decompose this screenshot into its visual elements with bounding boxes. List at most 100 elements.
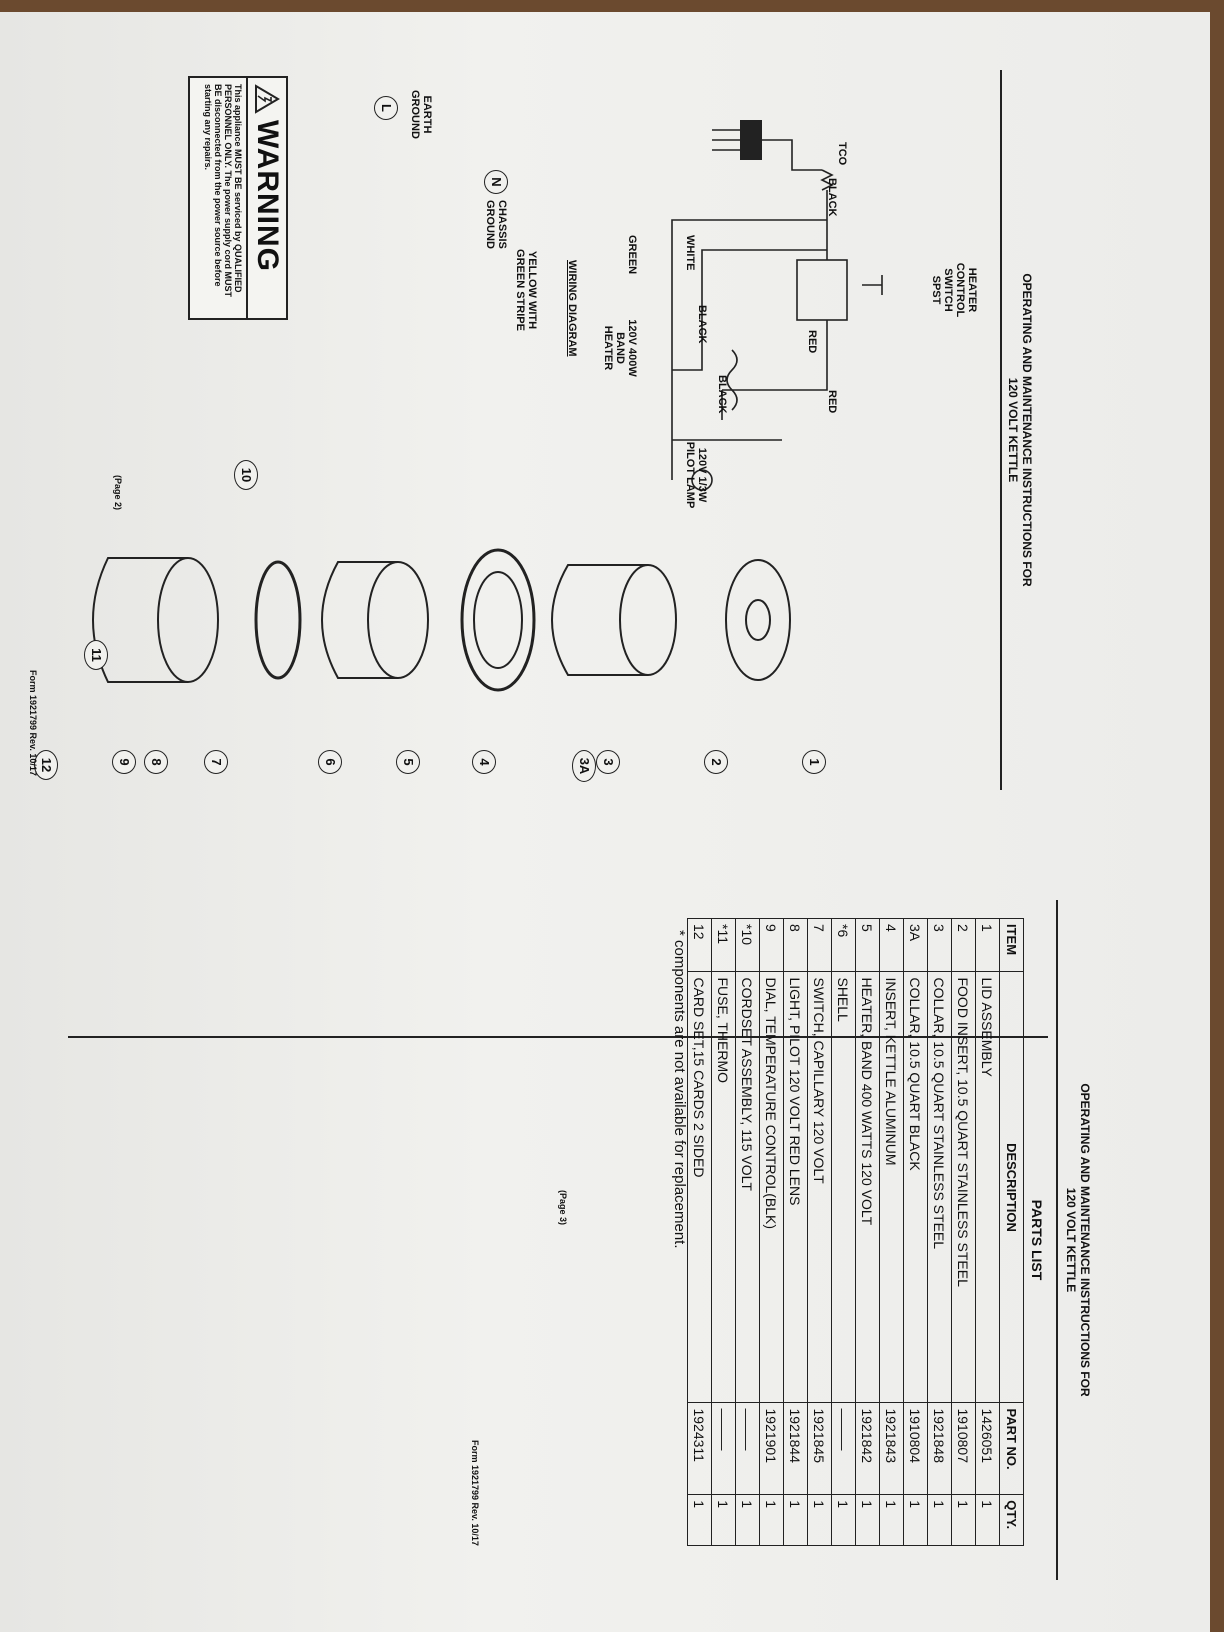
qty-cell: 1 bbox=[711, 1494, 736, 1546]
warning-text: This appliance MUST BE serviced by QUALI… bbox=[203, 84, 243, 298]
col-description: DESCRIPTION bbox=[999, 971, 1024, 1403]
white-wire bbox=[671, 219, 827, 480]
label-chassis-ground: CHASSIS GROUND bbox=[484, 200, 508, 249]
qty-cell: 1 bbox=[783, 1494, 808, 1546]
qty-cell: 1 bbox=[735, 1494, 760, 1546]
description-cell: FUSE, THERMO bbox=[711, 971, 736, 1403]
kettle-insert-body bbox=[321, 561, 398, 679]
description-cell: CARD SET,15 CARDS 2 SIDED bbox=[687, 971, 712, 1403]
qty-cell: 1 bbox=[879, 1494, 904, 1546]
warning-heading: WARNING bbox=[246, 78, 286, 318]
item-cell: 3 bbox=[927, 918, 952, 972]
qty-cell: 1 bbox=[951, 1494, 976, 1546]
footnote: * components are not available for repla… bbox=[671, 930, 688, 1249]
item-cell: 8 bbox=[783, 918, 808, 972]
page-2-number: (Page 2) bbox=[113, 475, 123, 511]
page-3-top-rule bbox=[1056, 900, 1058, 1580]
description-cell: HEATER, BAND 400 WATTS 120 VOLT bbox=[855, 971, 880, 1403]
label-wiring-diagram: WIRING DIAGRAM bbox=[566, 260, 578, 357]
qty-cell: 1 bbox=[927, 1494, 952, 1546]
qty-cell: 1 bbox=[975, 1494, 1000, 1546]
callout-6: 6 bbox=[318, 750, 342, 774]
shell-body bbox=[92, 557, 188, 683]
callout-8: 8 bbox=[144, 750, 168, 774]
part-no-cell: ——— bbox=[735, 1402, 760, 1495]
item-cell: *11 bbox=[711, 918, 736, 972]
page-3-header-line2: 120 VOLT KETTLE bbox=[1064, 1187, 1078, 1293]
qty-cell: 1 bbox=[759, 1494, 784, 1546]
label-red-1: RED bbox=[806, 330, 818, 354]
food-insert-top bbox=[619, 564, 677, 676]
callout-2: 2 bbox=[704, 750, 728, 774]
part-no-cell: 1426051 bbox=[975, 1402, 1000, 1495]
col-part-no: PART NO. bbox=[999, 1402, 1024, 1495]
item-cell: 1 bbox=[975, 918, 1000, 972]
tco-symbol bbox=[820, 169, 834, 191]
pilot-lamp-symbol bbox=[691, 469, 713, 491]
item-cell: *6 bbox=[831, 918, 856, 972]
description-cell: COLLAR, 10.5 QUART STAINLESS STEEL bbox=[927, 971, 952, 1403]
warning-triangle-icon bbox=[255, 84, 280, 114]
description-cell: LID ASSEMBLY bbox=[975, 971, 1000, 1403]
col-qty: QTY. bbox=[999, 1494, 1024, 1546]
lid-knob bbox=[745, 599, 771, 641]
qty-cell: 1 bbox=[807, 1494, 832, 1546]
description-cell: INSERT, KETTLE ALUMINUM bbox=[879, 971, 904, 1403]
item-cell: 9 bbox=[759, 918, 784, 972]
callout-11: 11 bbox=[84, 640, 108, 670]
page-3-header-line1: OPERATING AND MAINTENANCE INSTRUCTIONS F… bbox=[1078, 1083, 1092, 1397]
collar-inner bbox=[473, 571, 523, 669]
page-3-number: (Page 3) bbox=[558, 1190, 568, 1226]
callout-4: 4 bbox=[472, 750, 496, 774]
black-wire-mid bbox=[721, 389, 762, 420]
exploded-view-illustration bbox=[92, 548, 791, 692]
label-earth-ground: EARTH GROUND bbox=[409, 90, 433, 139]
description-cell: CORDSET ASSEMBLY, 115 VOLT bbox=[735, 971, 760, 1403]
chassis-ground-symbol bbox=[862, 275, 883, 295]
switch-box bbox=[796, 259, 848, 321]
callout-1: 1 bbox=[802, 750, 826, 774]
item-cell: 4 bbox=[879, 918, 904, 972]
red-wire bbox=[762, 320, 828, 391]
part-no-cell: 1924311 bbox=[687, 1402, 712, 1495]
description-cell: SWITCH, CAPILLARY 120 VOLT bbox=[807, 971, 832, 1403]
item-cell: 5 bbox=[855, 918, 880, 972]
page-3-form: Form 1921799 Rev. 10/17 bbox=[470, 1440, 480, 1546]
label-green: GREEN bbox=[626, 235, 638, 275]
collar-shape bbox=[460, 548, 536, 692]
col-item: ITEM bbox=[999, 918, 1024, 972]
callout-10: 10 bbox=[234, 460, 258, 490]
band-heater-shape bbox=[254, 560, 302, 680]
part-no-cell: 1921842 bbox=[855, 1402, 880, 1495]
label-tco: TCO bbox=[836, 142, 848, 166]
label-black-mid: BLACK bbox=[696, 305, 708, 344]
plug-l-marker: L bbox=[374, 96, 398, 120]
part-no-cell: 1910804 bbox=[903, 1402, 928, 1495]
description-cell: COLLAR, 10.5 QUART BLACK bbox=[903, 971, 928, 1403]
description-cell: LIGHT, PILOT 120 VOLT RED LENS bbox=[783, 971, 808, 1403]
page-3: OPERATING AND MAINTENANCE INSTRUCTIONS F… bbox=[68, 900, 1128, 1580]
description-cell: FOOD INSERT, 10.5 QUART STAINLESS STEEL bbox=[951, 971, 976, 1403]
green-wire bbox=[672, 249, 827, 371]
kettle-insert-top bbox=[367, 561, 429, 679]
parts-list-title: PARTS LIST bbox=[1029, 1199, 1045, 1281]
description-cell: DIAL, TEMPERATURE CONTROL(BLK) bbox=[759, 971, 784, 1403]
lid-shape bbox=[725, 559, 791, 681]
qty-cell: 1 bbox=[687, 1494, 712, 1546]
parts-header-row: ITEM DESCRIPTION PART NO. QTY. bbox=[999, 918, 1024, 1546]
food-insert-body bbox=[551, 564, 648, 676]
item-cell: 7 bbox=[807, 918, 832, 972]
page-2-form: Form 1921799 Rev. 10/17 bbox=[28, 670, 38, 776]
plug-body bbox=[740, 120, 762, 160]
part-no-cell: 1921848 bbox=[927, 1402, 952, 1495]
